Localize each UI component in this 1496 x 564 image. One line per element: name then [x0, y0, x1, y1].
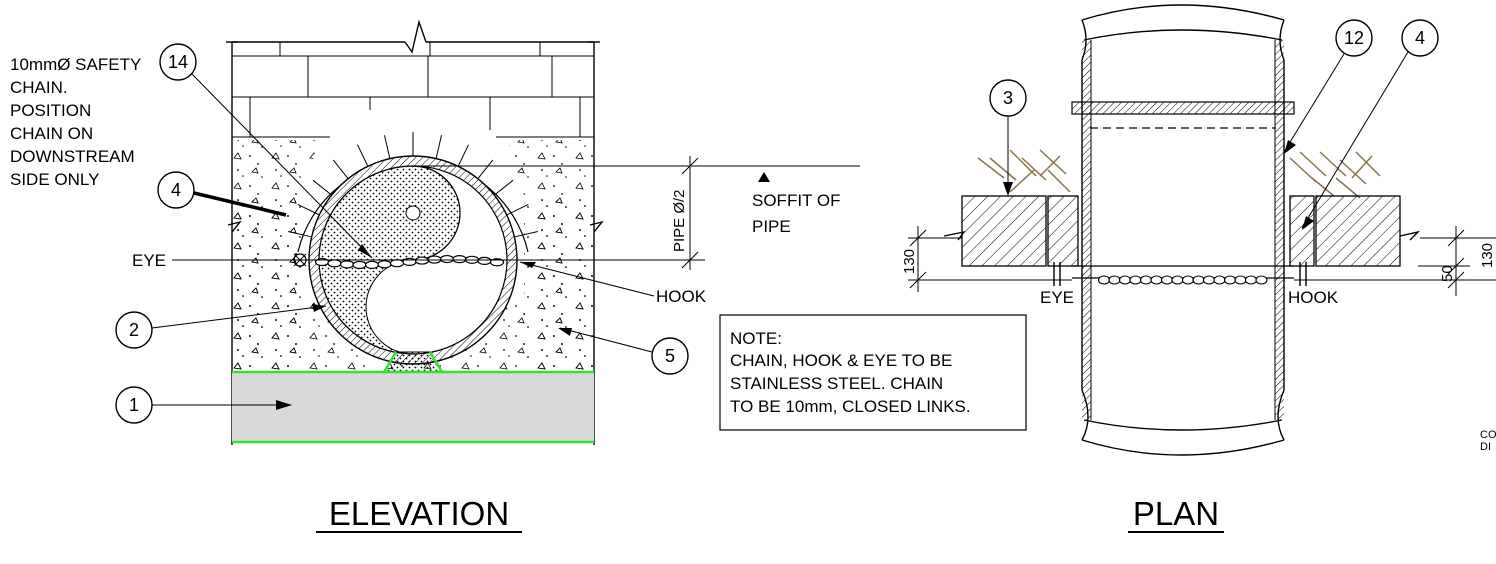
arch-joint: [504, 204, 529, 217]
arch-joint: [512, 231, 538, 238]
base-slab: [232, 372, 594, 442]
chain-note-line: CHAIN.: [10, 78, 68, 97]
chain-link: [1118, 275, 1132, 285]
arch-joint: [288, 231, 314, 238]
soffit-label-1: SOFFIT OF: [752, 191, 840, 210]
chain-link: [439, 254, 455, 264]
chain-link: [1097, 275, 1111, 285]
callout-number: 4: [171, 180, 181, 200]
arch-joint: [332, 159, 350, 181]
chain-link: [1244, 275, 1258, 285]
note-box: NOTE: CHAIN, HOOK & EYE TO BE STAINLESS …: [719, 314, 1027, 431]
brick-courses: [232, 42, 594, 138]
chain-link: [1255, 275, 1268, 285]
arch-joint: [492, 179, 514, 197]
arch-joint: [357, 144, 370, 169]
arch-joint: [297, 204, 322, 217]
callout-12: 12: [1283, 19, 1373, 154]
chain-note-line: CHAIN ON: [10, 124, 93, 143]
plan-dim-left: 130: [901, 226, 1072, 292]
arch-joint: [456, 144, 469, 169]
soil-hatch: [977, 149, 1381, 199]
callout-number: 5: [665, 346, 675, 366]
chain-link: [1129, 275, 1142, 285]
plan-title: PLAN: [1133, 495, 1219, 532]
plan-dim-small-text: 50: [1439, 265, 1456, 282]
chain-note-line: SIDE ONLY: [10, 170, 99, 189]
chain-link: [339, 260, 355, 269]
plan-pipe: [1071, 4, 1295, 456]
chain-note-line: POSITION: [10, 101, 91, 120]
arch-joint: [312, 179, 334, 197]
pipe-dim-text: PIPE Ø/2: [671, 189, 688, 252]
chain-link: [1150, 275, 1163, 285]
callout-number: 4: [1415, 28, 1425, 48]
note-line: NOTE:: [730, 329, 782, 348]
plan-dim-left-text: 130: [901, 249, 918, 274]
chain-link: [1171, 275, 1184, 285]
callout-2: 2: [115, 304, 327, 349]
chain-note: 10mmØ SAFETY CHAIN. POSITION CHAIN ON DO…: [10, 55, 141, 189]
elevation-view: EYE HOOK PIPE Ø/2 SOFFIT OF PIPE 10mmØ S…: [10, 19, 860, 533]
plan-chain: [1097, 275, 1268, 285]
chain-link: [477, 256, 492, 266]
chain-link: [1234, 275, 1247, 285]
soffit-label-2: PIPE: [752, 217, 791, 236]
callout-3: 3: [989, 79, 1027, 196]
chain-link: [1223, 275, 1237, 285]
chain-link: [364, 260, 380, 270]
chain-link: [327, 259, 342, 268]
chain-link: [1192, 275, 1205, 285]
chain-link: [414, 256, 430, 265]
chain-link: [1160, 275, 1174, 285]
elevation-eye-label: EYE: [132, 251, 166, 270]
plan-view: EYE HOOK 130 50 130 3: [901, 4, 1496, 533]
callout-1: 1: [115, 386, 292, 424]
chain-link: [377, 260, 392, 269]
callout-number: 2: [129, 320, 139, 340]
plan-hook-label: HOOK: [1288, 288, 1339, 307]
note-line: STAINLESS STEEL. CHAIN: [730, 374, 943, 393]
callout-number: 3: [1003, 88, 1013, 108]
edge-text: CO: [1480, 429, 1496, 441]
callout-number: 12: [1344, 28, 1364, 48]
chain-link: [1213, 275, 1226, 285]
callout-5: 5: [558, 327, 689, 375]
chain-note-line: 10mmØ SAFETY: [10, 55, 141, 74]
chain-link: [402, 257, 417, 266]
arch-joint: [476, 159, 494, 181]
arch-joint: [384, 135, 391, 161]
chain-link: [1108, 275, 1121, 285]
elevation-title: ELEVATION: [329, 495, 509, 532]
chain-note-line: DOWNSTREAM: [10, 147, 135, 166]
callout-4-elevation: 4: [157, 171, 287, 217]
arch-joint: [435, 135, 442, 161]
chain-link: [389, 259, 405, 268]
edge-text: DI: [1480, 441, 1491, 453]
elevation-hook-label: HOOK: [656, 287, 707, 306]
chain-link: [1202, 275, 1216, 285]
chain-link: [1139, 275, 1153, 285]
chain-link: [452, 255, 467, 264]
callout-number: 14: [168, 52, 188, 72]
callout-number: 1: [129, 395, 139, 415]
callout-14: 14: [159, 43, 373, 259]
note-line: CHAIN, HOOK & EYE TO BE: [730, 351, 952, 370]
callout-4-plan: 4: [1301, 19, 1439, 230]
note-line: TO BE 10mm, CLOSED LINKS.: [730, 397, 971, 416]
plan-dim-right-text: 130: [1479, 243, 1496, 268]
plan-eye-label: EYE: [1040, 288, 1074, 307]
plan-dim-right: 50 130: [1294, 226, 1496, 296]
chain-link: [352, 260, 367, 270]
chain-link: [1181, 275, 1195, 285]
pipe-dimension: PIPE Ø/2: [413, 156, 860, 270]
